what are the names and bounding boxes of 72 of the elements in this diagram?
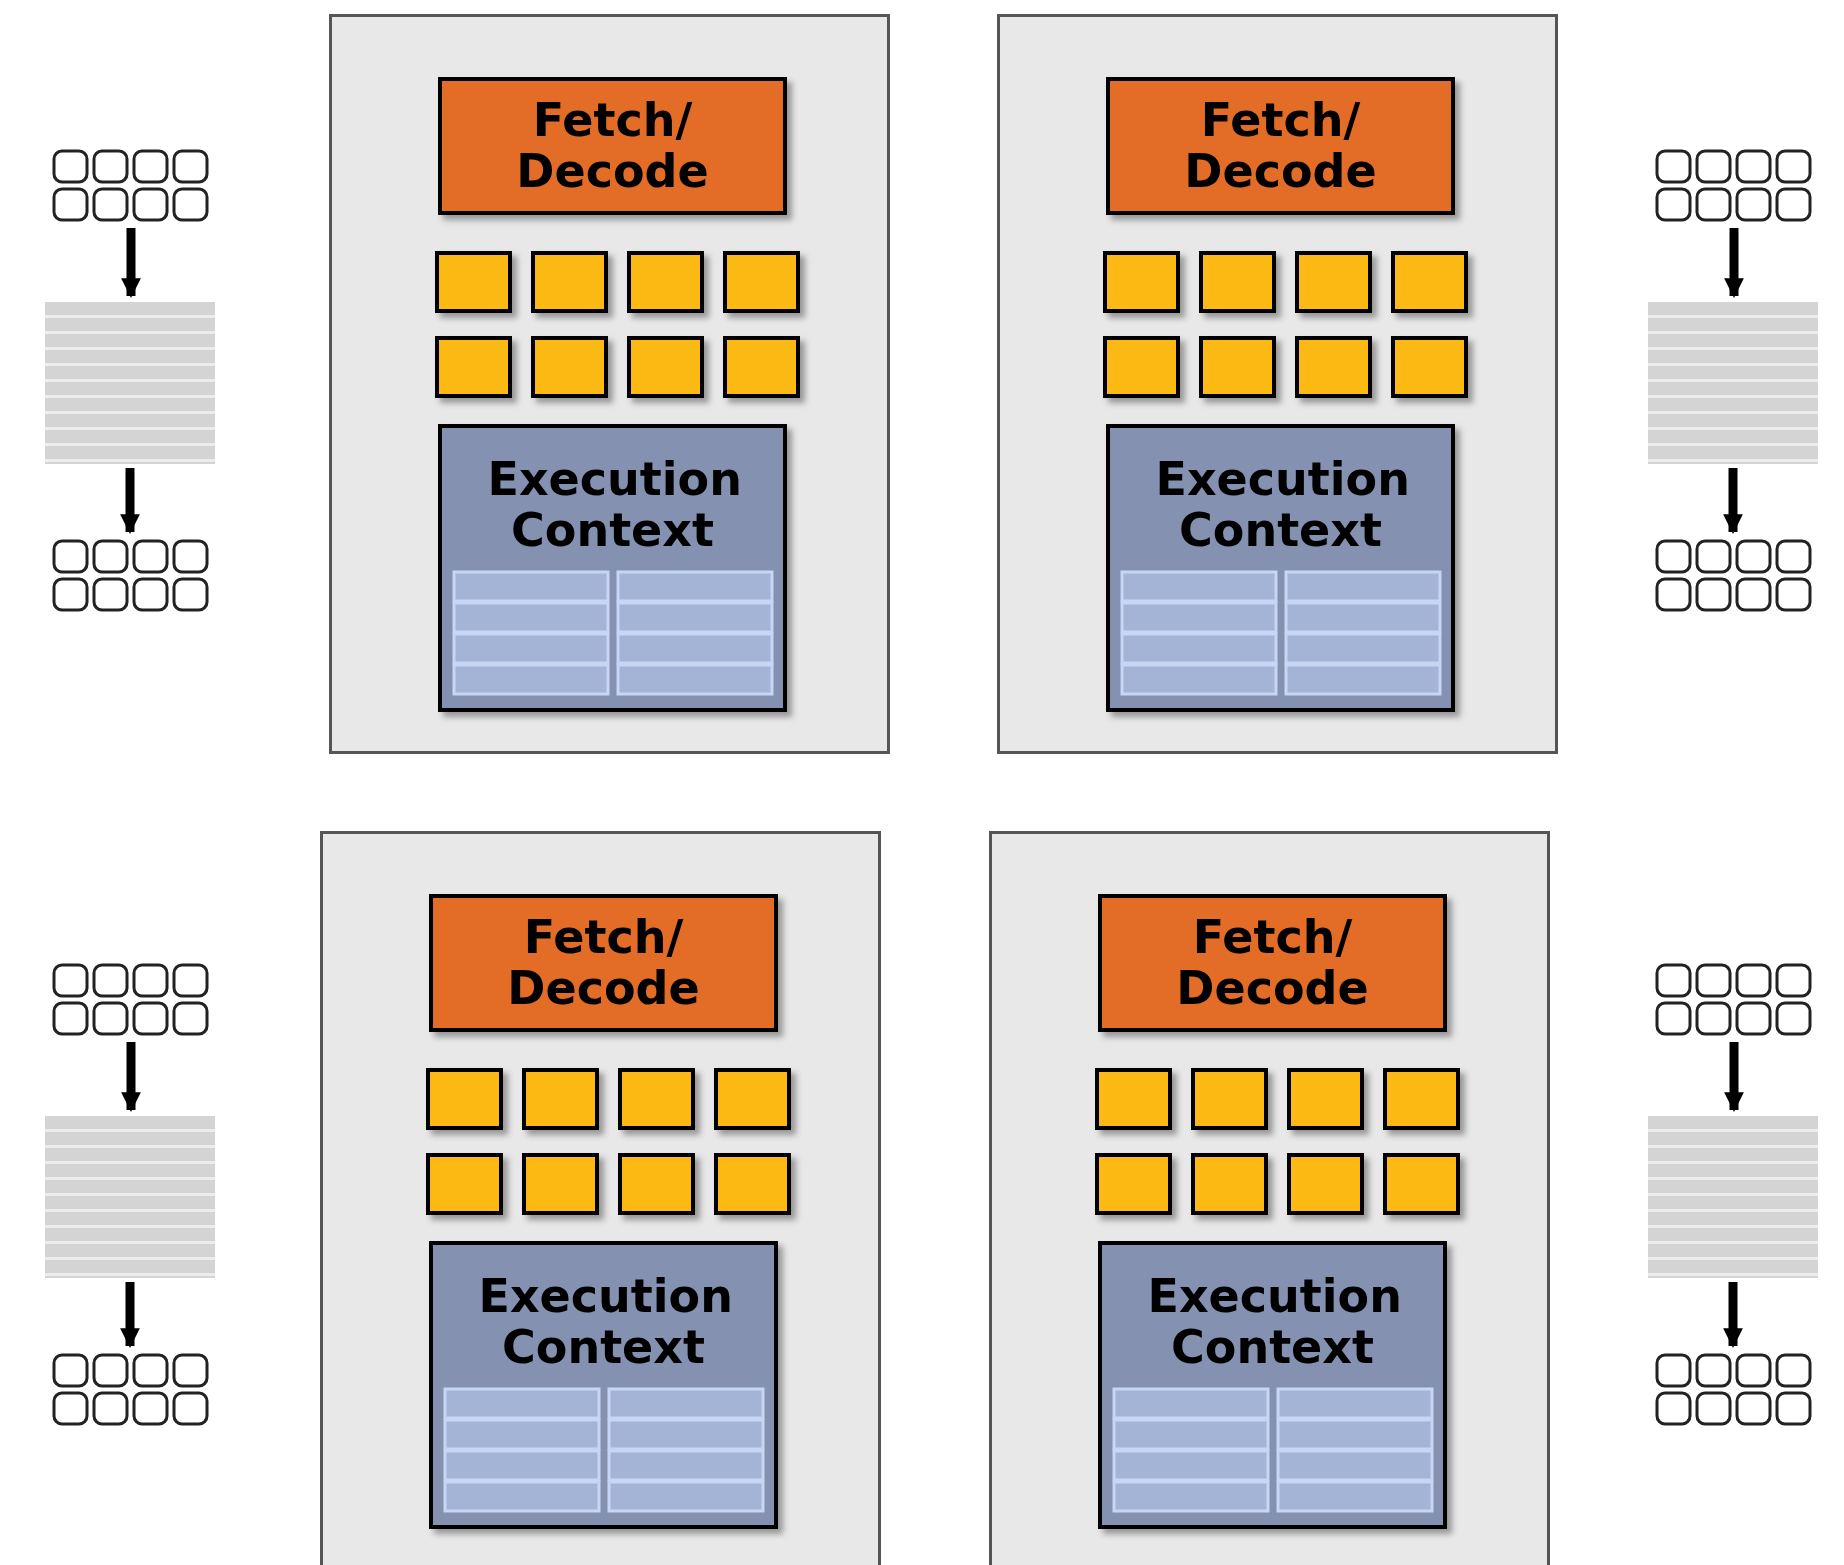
unit-box <box>714 1153 791 1215</box>
unit-box <box>723 251 800 313</box>
core-panel <box>997 14 1558 754</box>
unit-box <box>426 1068 503 1130</box>
unit-box <box>1191 1068 1268 1130</box>
unit-box <box>1295 336 1372 398</box>
context-label: Execution Context <box>478 1271 729 1373</box>
context-box <box>429 1241 778 1529</box>
context-label: Execution Context <box>1147 1271 1398 1373</box>
arrow <box>1724 228 1744 298</box>
data-items-icon <box>1654 148 1814 224</box>
unit-box <box>1103 336 1180 398</box>
unit-box <box>1383 1153 1460 1215</box>
fetch-decode-box <box>429 894 778 1032</box>
instruction-stream-block <box>1648 302 1818 464</box>
data-items-icon <box>51 538 211 614</box>
unit-label: Fetch/ Decode <box>1183 95 1378 197</box>
unit-box <box>1287 1068 1364 1130</box>
data-items-icon <box>51 148 211 224</box>
arrow <box>121 1042 141 1112</box>
instruction-stream-block <box>45 1116 215 1278</box>
fetch-decode-box <box>1098 894 1447 1032</box>
unit-box <box>531 336 608 398</box>
unit-box <box>522 1068 599 1130</box>
data-items-icon <box>1654 962 1814 1038</box>
unit-box <box>522 1153 599 1215</box>
unit-box <box>426 1153 503 1215</box>
context-label: Execution Context <box>1155 454 1406 556</box>
unit-box <box>1199 336 1276 398</box>
unit-box <box>1095 1153 1172 1215</box>
arrow <box>1723 468 1743 534</box>
unit-box <box>1287 1153 1364 1215</box>
unit-box <box>435 251 512 313</box>
arrow <box>120 1282 140 1348</box>
context-box <box>438 424 787 712</box>
context-label: Execution Context <box>487 454 738 556</box>
core-panel <box>329 14 890 754</box>
arrow <box>121 228 141 298</box>
unit-box <box>1383 1068 1460 1130</box>
context-box <box>1106 424 1455 712</box>
unit-box <box>627 251 704 313</box>
instruction-stream-block <box>1648 1116 1818 1278</box>
data-items-icon <box>1654 538 1814 614</box>
unit-box <box>714 1068 791 1130</box>
unit-label: Fetch/ Decode <box>506 912 701 1014</box>
arrow <box>1723 1282 1743 1348</box>
unit-box <box>531 251 608 313</box>
unit-box <box>1103 251 1180 313</box>
data-items-icon <box>51 962 211 1038</box>
data-items-icon <box>1654 1352 1814 1428</box>
unit-box <box>627 336 704 398</box>
fetch-decode-box <box>438 77 787 215</box>
unit-box <box>618 1068 695 1130</box>
data-items-icon <box>51 1352 211 1428</box>
unit-box <box>1295 251 1372 313</box>
unit-box <box>435 336 512 398</box>
unit-box <box>1095 1068 1172 1130</box>
core-panel <box>989 831 1550 1565</box>
unit-box <box>723 336 800 398</box>
arrow <box>1724 1042 1744 1112</box>
unit-box <box>618 1153 695 1215</box>
unit-label: Fetch/ Decode <box>515 95 710 197</box>
instruction-stream-block <box>45 302 215 464</box>
unit-box <box>1199 251 1276 313</box>
arrow <box>120 468 140 534</box>
fetch-decode-box <box>1106 77 1455 215</box>
unit-box <box>1391 336 1468 398</box>
unit-box <box>1191 1153 1268 1215</box>
unit-box <box>1391 251 1468 313</box>
context-box <box>1098 1241 1447 1529</box>
core-panel <box>320 831 881 1565</box>
unit-label: Fetch/ Decode <box>1175 912 1370 1014</box>
